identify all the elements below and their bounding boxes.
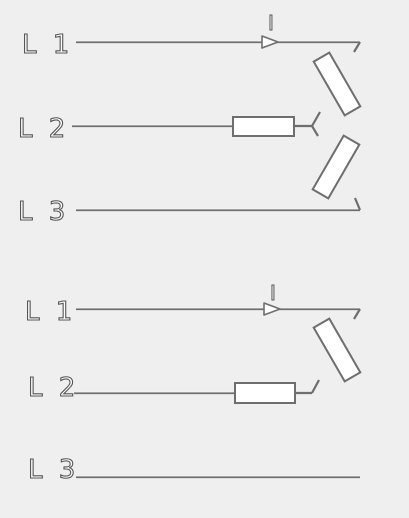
diagram-1-line-l1-wire	[76, 40, 360, 44]
diagram-1-line-l3-wire	[76, 208, 360, 212]
diagram-1-current-label: I	[268, 11, 274, 35]
diagram-1-current-arrow	[261, 35, 279, 49]
diagram-2-line-l2-wire	[74, 391, 312, 395]
diagram-1-label-l3: L 3	[18, 197, 69, 227]
diagram-2-wiring	[311, 308, 361, 394]
diagram-1-resistor-l2	[232, 116, 295, 137]
diagram-2-label-l3: L 3	[28, 455, 79, 485]
diagram-2-resistor-l1	[312, 317, 362, 383]
diagram-2-current-label: I	[270, 281, 276, 305]
diagram-2-label-l1: L 1	[25, 297, 76, 327]
diagram-1-line-l2-wire	[72, 124, 312, 128]
diagram-1-label-l2: L 2	[18, 114, 69, 144]
diagram-1-star-connection: L 1 L 2 L 3 I	[17, 11, 362, 228]
diagram-2-line-l1-wire	[76, 307, 360, 311]
diagram-2-resistor-l2	[234, 382, 296, 404]
diagram-1-label-l1: L 1	[22, 30, 73, 60]
diagram-1-resistor-l3	[311, 134, 361, 200]
diagram-2-line-l3-wire	[76, 475, 360, 479]
diagram-1-resistor-l1	[312, 51, 362, 117]
diagram-2-label-l2: L 2	[28, 373, 79, 403]
diagram-1-star-wiring	[311, 41, 362, 211]
diagram-2-current-arrow	[263, 302, 281, 316]
diagram-2-open-phase: L 1 L 2 L 3 I	[24, 281, 362, 486]
